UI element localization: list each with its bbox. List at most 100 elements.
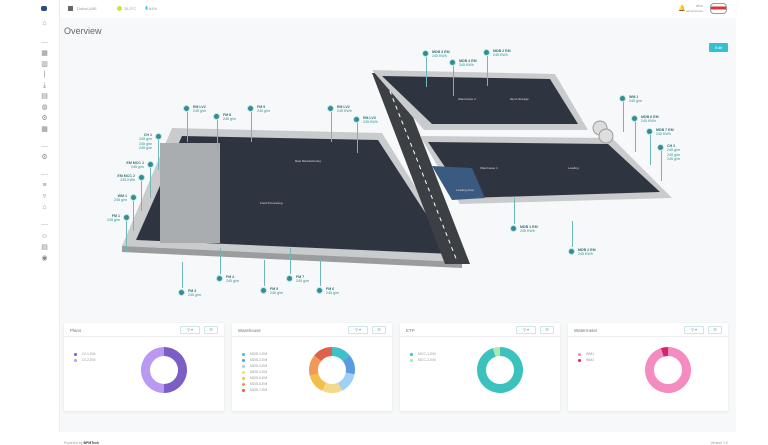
- temperature-label: 26.3°C: [124, 6, 137, 11]
- meter-value: 245 KWh: [578, 252, 593, 257]
- donut-segment[interactable]: [645, 347, 692, 393]
- meter-name: EM MCC 2: [117, 174, 135, 178]
- legend-item[interactable]: MDB-1-EM: [242, 351, 267, 357]
- donut-chart: [645, 347, 692, 393]
- donut-segment[interactable]: [342, 355, 355, 375]
- legend-label: MDB-7-EM: [250, 388, 268, 392]
- legend-item[interactable]: MCC-1-EM: [410, 351, 436, 357]
- home-icon[interactable]: ⌂: [42, 20, 47, 27]
- dashboard-icon[interactable]: ▦: [41, 50, 48, 57]
- filter-dropdown[interactable]: ⚲ ▾: [180, 326, 200, 334]
- edit-button[interactable]: Edit: [709, 43, 728, 52]
- report-icon[interactable]: ▤: [41, 244, 48, 251]
- divider: [41, 42, 48, 43]
- leader-line: [514, 198, 515, 224]
- legend-item[interactable]: MDB-2-EM: [242, 357, 267, 363]
- table-icon[interactable]: ▦: [41, 126, 48, 133]
- gauge-icon[interactable]: ❘: [41, 71, 48, 78]
- leader-line: [357, 123, 358, 153]
- legend-item[interactable]: MCC-2-EM: [410, 357, 436, 363]
- bar-chart-icon[interactable]: ▤: [41, 93, 48, 100]
- filter-dropdown[interactable]: ⚲ ▾: [684, 326, 704, 334]
- page-title: Overview: [64, 26, 102, 36]
- filter-icon[interactable]: ▿: [42, 193, 47, 200]
- download-icon[interactable]: ⤓: [42, 82, 47, 89]
- meter-icon: [483, 49, 490, 56]
- legend-item[interactable]: MDB-3-EM: [242, 363, 267, 369]
- legend-item[interactable]: WM1: [578, 351, 594, 357]
- leader-line: [182, 262, 183, 288]
- menu-button[interactable]: ☰: [708, 326, 722, 334]
- meter-name: MDB 1 EM: [520, 225, 538, 229]
- filter-dropdown[interactable]: ⚲ ▾: [516, 326, 536, 334]
- search-icon[interactable]: ◍: [41, 104, 48, 111]
- notification-icon[interactable]: 🔔: [678, 6, 686, 12]
- donut-segment[interactable]: [141, 347, 164, 393]
- users-icon[interactable]: ☺: [40, 233, 49, 240]
- meter-value: 245 g/m: [139, 137, 152, 142]
- legend-item[interactable]: MDB-4-EM: [242, 369, 267, 375]
- donut-segment[interactable]: [314, 347, 332, 362]
- meter-icon: [353, 116, 360, 123]
- chart-icon[interactable]: ▥: [41, 61, 48, 68]
- meter-name: EM LV2: [337, 105, 350, 109]
- legend-item[interactable]: MDB-7-EM: [242, 387, 267, 393]
- list-icon[interactable]: ≡: [42, 182, 47, 189]
- user-name: dba: [696, 3, 703, 8]
- menu-button[interactable]: ☰: [372, 326, 386, 334]
- legend-item[interactable]: WM2: [578, 357, 594, 363]
- filter-dropdown[interactable]: ⚲ ▾: [348, 326, 368, 334]
- donut-segment[interactable]: [492, 347, 500, 357]
- donut-segment[interactable]: [332, 347, 350, 362]
- donut-segment[interactable]: [309, 373, 327, 391]
- legend-item[interactable]: LV-1-EM: [74, 351, 95, 357]
- menu-button[interactable]: ☰: [204, 326, 218, 334]
- gear-icon[interactable]: ⚙: [41, 154, 48, 161]
- menu-button[interactable]: ☰: [540, 326, 554, 334]
- settings-icon[interactable]: ⚙: [41, 115, 48, 122]
- legend-label: MCC-2-EM: [418, 358, 436, 362]
- bank-icon[interactable]: ⌂: [42, 204, 47, 211]
- donut-segment[interactable]: [337, 372, 355, 391]
- legend-item[interactable]: MDB-6-EM: [242, 381, 267, 387]
- meter-icon: [138, 174, 145, 181]
- donut-segment[interactable]: [308, 355, 322, 376]
- location-label: Dubai,UAE: [77, 6, 97, 11]
- donut-segment[interactable]: [477, 347, 524, 393]
- legend-item[interactable]: LV-2-EM: [74, 357, 95, 363]
- meter-value: 245 KWh: [337, 109, 352, 114]
- card-title: Warehouse: [232, 323, 392, 337]
- donut-segment[interactable]: [660, 347, 668, 357]
- legend-item[interactable]: MDB-5-EM: [242, 375, 267, 381]
- donut-segment[interactable]: [164, 347, 187, 393]
- logout-icon[interactable]: ◉: [41, 255, 48, 262]
- company-logo[interactable]: [710, 3, 727, 14]
- donut-segment[interactable]: [322, 382, 342, 393]
